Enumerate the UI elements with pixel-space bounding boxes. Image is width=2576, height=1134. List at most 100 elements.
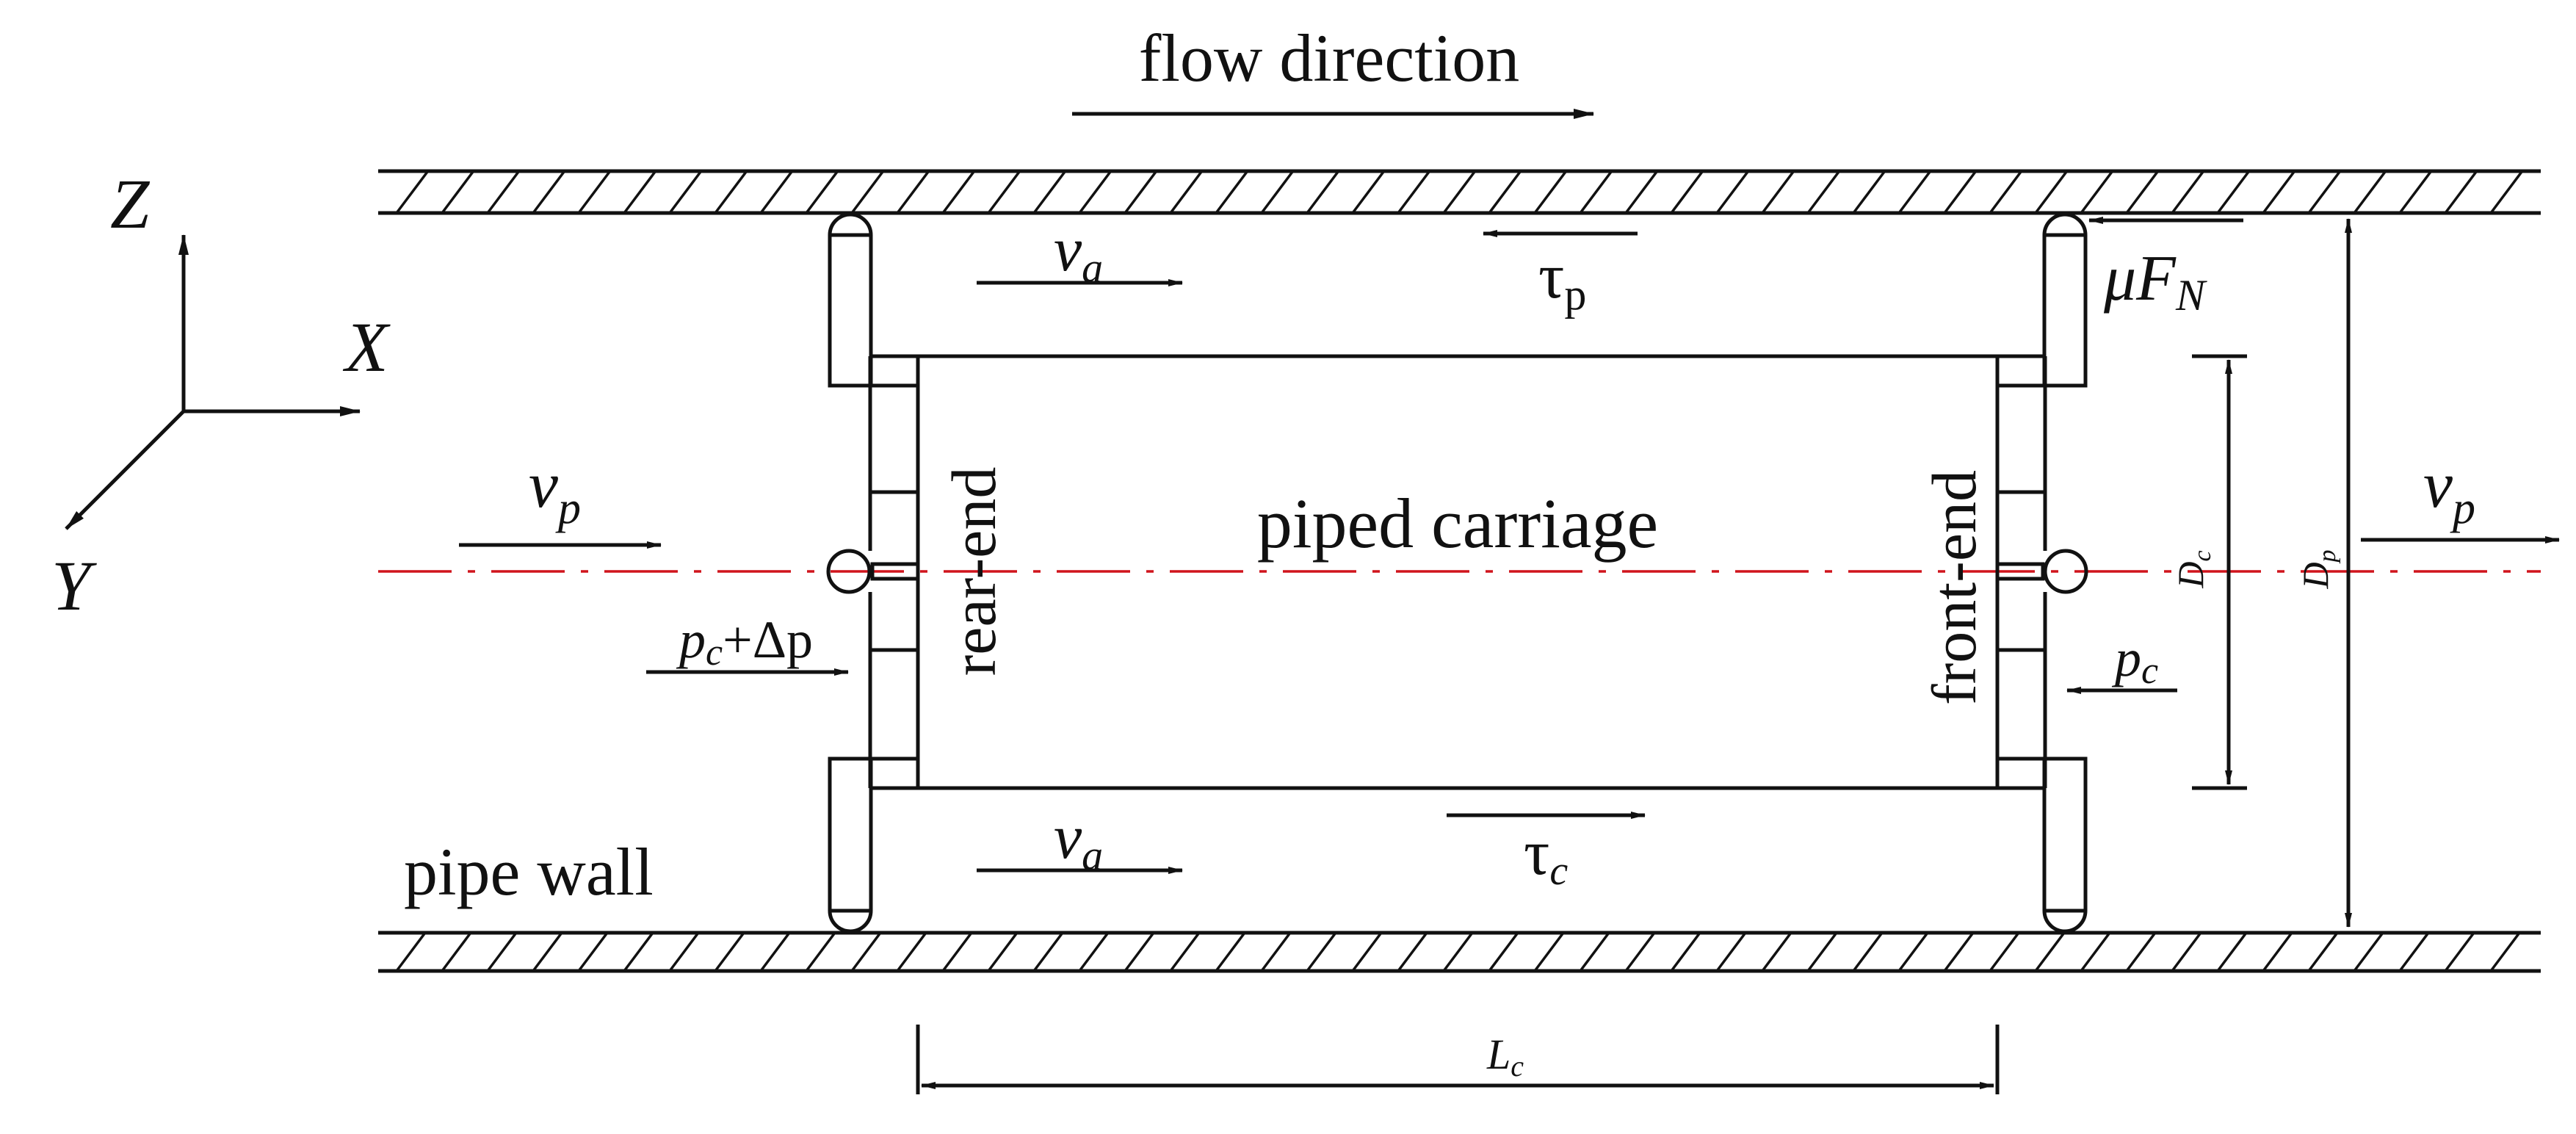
wall-hatch-line <box>2171 170 2205 214</box>
wall-hatch-line <box>2080 931 2111 972</box>
dc-dimension <box>2192 354 2247 790</box>
wall-hatch-line <box>850 170 885 214</box>
wall-hatch-line <box>2125 170 2160 214</box>
wall-hatch-line <box>1397 170 1431 214</box>
wall-hatch-line <box>2353 170 2387 214</box>
wall-hatch-line <box>1624 931 1656 972</box>
wall-hatch-line <box>1989 170 2023 214</box>
wall-hatch-line <box>2216 170 2251 214</box>
wall-hatch-line <box>1806 931 1838 972</box>
wall-hatch-line <box>395 170 430 214</box>
axis-y-label: Y <box>51 546 97 625</box>
rear-top-wheel <box>828 212 873 388</box>
wall-hatch-line <box>623 170 657 214</box>
wall-hatch-line <box>1032 170 1067 214</box>
wall-hatch-line <box>896 931 927 972</box>
wall-hatch-line <box>1124 170 1158 214</box>
wall-hatch-line <box>2080 170 2114 214</box>
wall-hatch-line <box>1442 931 1474 972</box>
front-bottom-wheel <box>2042 756 2088 933</box>
lc-dimension <box>916 1025 2000 1094</box>
wall-hatch-line <box>395 931 427 972</box>
lc-label: Lc <box>1486 1030 1524 1083</box>
wall-hatch-line <box>759 170 794 214</box>
axis-x-label: X <box>342 308 391 386</box>
wall-hatch-line <box>2353 931 2384 972</box>
wall-hatch-line <box>2489 170 2524 214</box>
front-pressure-label: pc <box>2111 629 2158 692</box>
wall-hatch-line <box>850 931 882 972</box>
wall-hatch-line <box>1078 931 1110 972</box>
wall-hatch-line <box>2216 931 2248 972</box>
pipe-wall-top <box>378 169 2541 215</box>
wall-hatch-line <box>2262 170 2296 214</box>
wall-hatch-line <box>1260 170 1295 214</box>
wall-hatch-line <box>1351 170 1386 214</box>
rear-pressure-label: pc+Δp <box>676 610 813 673</box>
front-coupler-ball <box>2043 549 2088 594</box>
axis-z-label: Z <box>110 165 151 243</box>
wall-hatch-line <box>1715 170 1750 214</box>
wall-hatch-line <box>1761 931 1792 972</box>
wall-hatch-line <box>1943 170 1978 214</box>
wall-hatch-line <box>486 931 518 972</box>
wall-hatch-line <box>1215 931 1246 972</box>
vp-right-label: vp <box>2423 449 2475 533</box>
flow-direction-label: flow direction <box>1139 21 1520 95</box>
rear-end-label: rear-end <box>938 467 1009 676</box>
wall-hatch-line <box>668 931 700 972</box>
wall-hatch-line <box>1852 170 1886 214</box>
wall-hatch-line <box>2489 931 2521 972</box>
va-bottom-label: va <box>1054 801 1103 879</box>
coordinate-axes <box>65 234 361 530</box>
front-top-wheel <box>2042 212 2088 388</box>
wall-hatch-line <box>1579 170 1613 214</box>
wall-hatch-line <box>1124 931 1155 972</box>
friction-label: μFN <box>2103 243 2207 319</box>
wall-hatch-line <box>486 170 521 214</box>
wall-hatch-line <box>1579 931 1610 972</box>
wall-hatch-line <box>1897 170 1932 214</box>
wall-hatch-line <box>2307 931 2339 972</box>
wall-hatch-line <box>1488 931 1519 972</box>
wall-hatch-line <box>805 931 836 972</box>
wall-hatch-line <box>1078 170 1112 214</box>
wall-hatch-line <box>1215 170 1249 214</box>
wall-hatch-line <box>2262 931 2293 972</box>
wall-hatch-line <box>987 170 1021 214</box>
wall-hatch-line <box>1397 931 1428 972</box>
wall-hatch-line <box>2125 931 2157 972</box>
wall-hatch-line <box>2307 170 2342 214</box>
pipe-wall-bottom <box>378 931 2541 973</box>
wall-hatch-line <box>441 170 475 214</box>
rear-bottom-wheel <box>828 756 873 933</box>
tau-p-label: τp <box>1538 241 1586 319</box>
va-top-label: va <box>1054 214 1103 292</box>
wall-hatch-line <box>577 170 612 214</box>
wall-hatch-line <box>1670 170 1704 214</box>
wall-hatch-line <box>2398 170 2433 214</box>
wall-hatch-line <box>2034 170 2069 214</box>
vp-left-label: vp <box>529 449 581 533</box>
wall-hatch-line <box>759 931 791 972</box>
wall-hatch-line <box>1169 931 1201 972</box>
wall-hatch-line <box>1488 170 1522 214</box>
wall-hatch-line <box>1989 931 2020 972</box>
wall-hatch-line <box>896 170 930 214</box>
wall-hatch-line <box>1533 170 1568 214</box>
wall-hatch-line <box>941 170 976 214</box>
wall-hatch-line <box>2034 931 2066 972</box>
wall-hatch-line <box>1897 931 1929 972</box>
wall-hatch-line <box>1032 931 1064 972</box>
wall-hatch-line <box>1761 170 1795 214</box>
wall-hatch-line <box>532 931 563 972</box>
wall-hatch-line <box>1169 170 1204 214</box>
wall-hatch-line <box>714 931 745 972</box>
wall-hatch-line <box>2444 170 2478 214</box>
dp-label: Dp <box>2295 549 2341 589</box>
wall-hatch-line <box>1533 931 1565 972</box>
pipe-wall-label: pipe wall <box>404 834 654 909</box>
wall-hatch-line <box>1943 931 1975 972</box>
rear-coupler-ball <box>826 549 872 594</box>
